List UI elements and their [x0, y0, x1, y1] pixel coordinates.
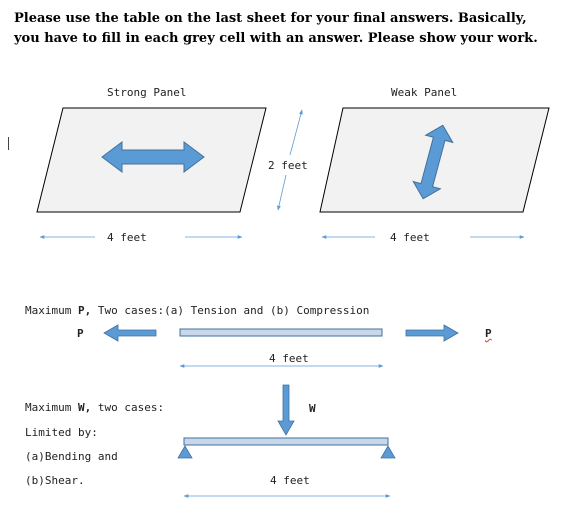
case-b-label: (b)Shear.	[25, 474, 85, 487]
height-dimension-line-lower	[277, 174, 287, 211]
axial-heading-prefix: Maximum	[25, 304, 78, 317]
strong-panel-double-arrow-icon	[101, 141, 205, 173]
load-label: W	[309, 402, 316, 415]
beam	[183, 437, 389, 446]
height-dimension-line-upper	[289, 109, 303, 156]
limited-by-label: Limited by:	[25, 426, 98, 439]
strong-panel-width-label: 4 feet	[107, 231, 147, 244]
axial-heading-variable: P,	[77, 304, 92, 317]
beam-heading-prefix: Maximum	[25, 401, 78, 414]
case-a-label: (a)Bending and	[25, 450, 118, 463]
right-force-label: P	[485, 327, 492, 340]
axial-bar	[179, 328, 383, 337]
panel-height-label: 2 feet	[268, 159, 308, 172]
instructions: Please use the table on the last sheet f…	[14, 9, 574, 49]
instructions-line-2: you have to fill in each grey cell with …	[14, 31, 538, 46]
right-support-icon	[380, 445, 396, 459]
load-arrow-icon	[277, 384, 295, 436]
strong-panel-title: Strong Panel	[107, 86, 187, 99]
instructions-line-1: Please use the table on the last sheet f…	[14, 11, 527, 26]
left-force-arrow-icon	[103, 324, 157, 342]
beam-heading-variable: W,	[77, 401, 92, 414]
right-force-arrow-icon	[405, 324, 459, 342]
weak-panel-double-arrow-icon	[412, 124, 454, 200]
beam-heading: Maximum W, two cases:	[25, 401, 164, 414]
weak-panel-title: Weak Panel	[391, 86, 458, 99]
left-support-icon	[177, 445, 193, 459]
weak-panel-width-label: 4 feet	[390, 231, 430, 244]
text-cursor	[8, 137, 9, 150]
axial-length-label: 4 feet	[269, 352, 309, 365]
beam-length-label: 4 feet	[270, 474, 310, 487]
axial-heading: Maximum P, Two cases:(a) Tension and (b)…	[25, 304, 369, 317]
axial-heading-suffix: Two cases:(a) Tension and (b) Compressio…	[91, 304, 370, 317]
left-force-label: P	[77, 327, 84, 340]
beam-heading-suffix: two cases:	[91, 401, 165, 414]
